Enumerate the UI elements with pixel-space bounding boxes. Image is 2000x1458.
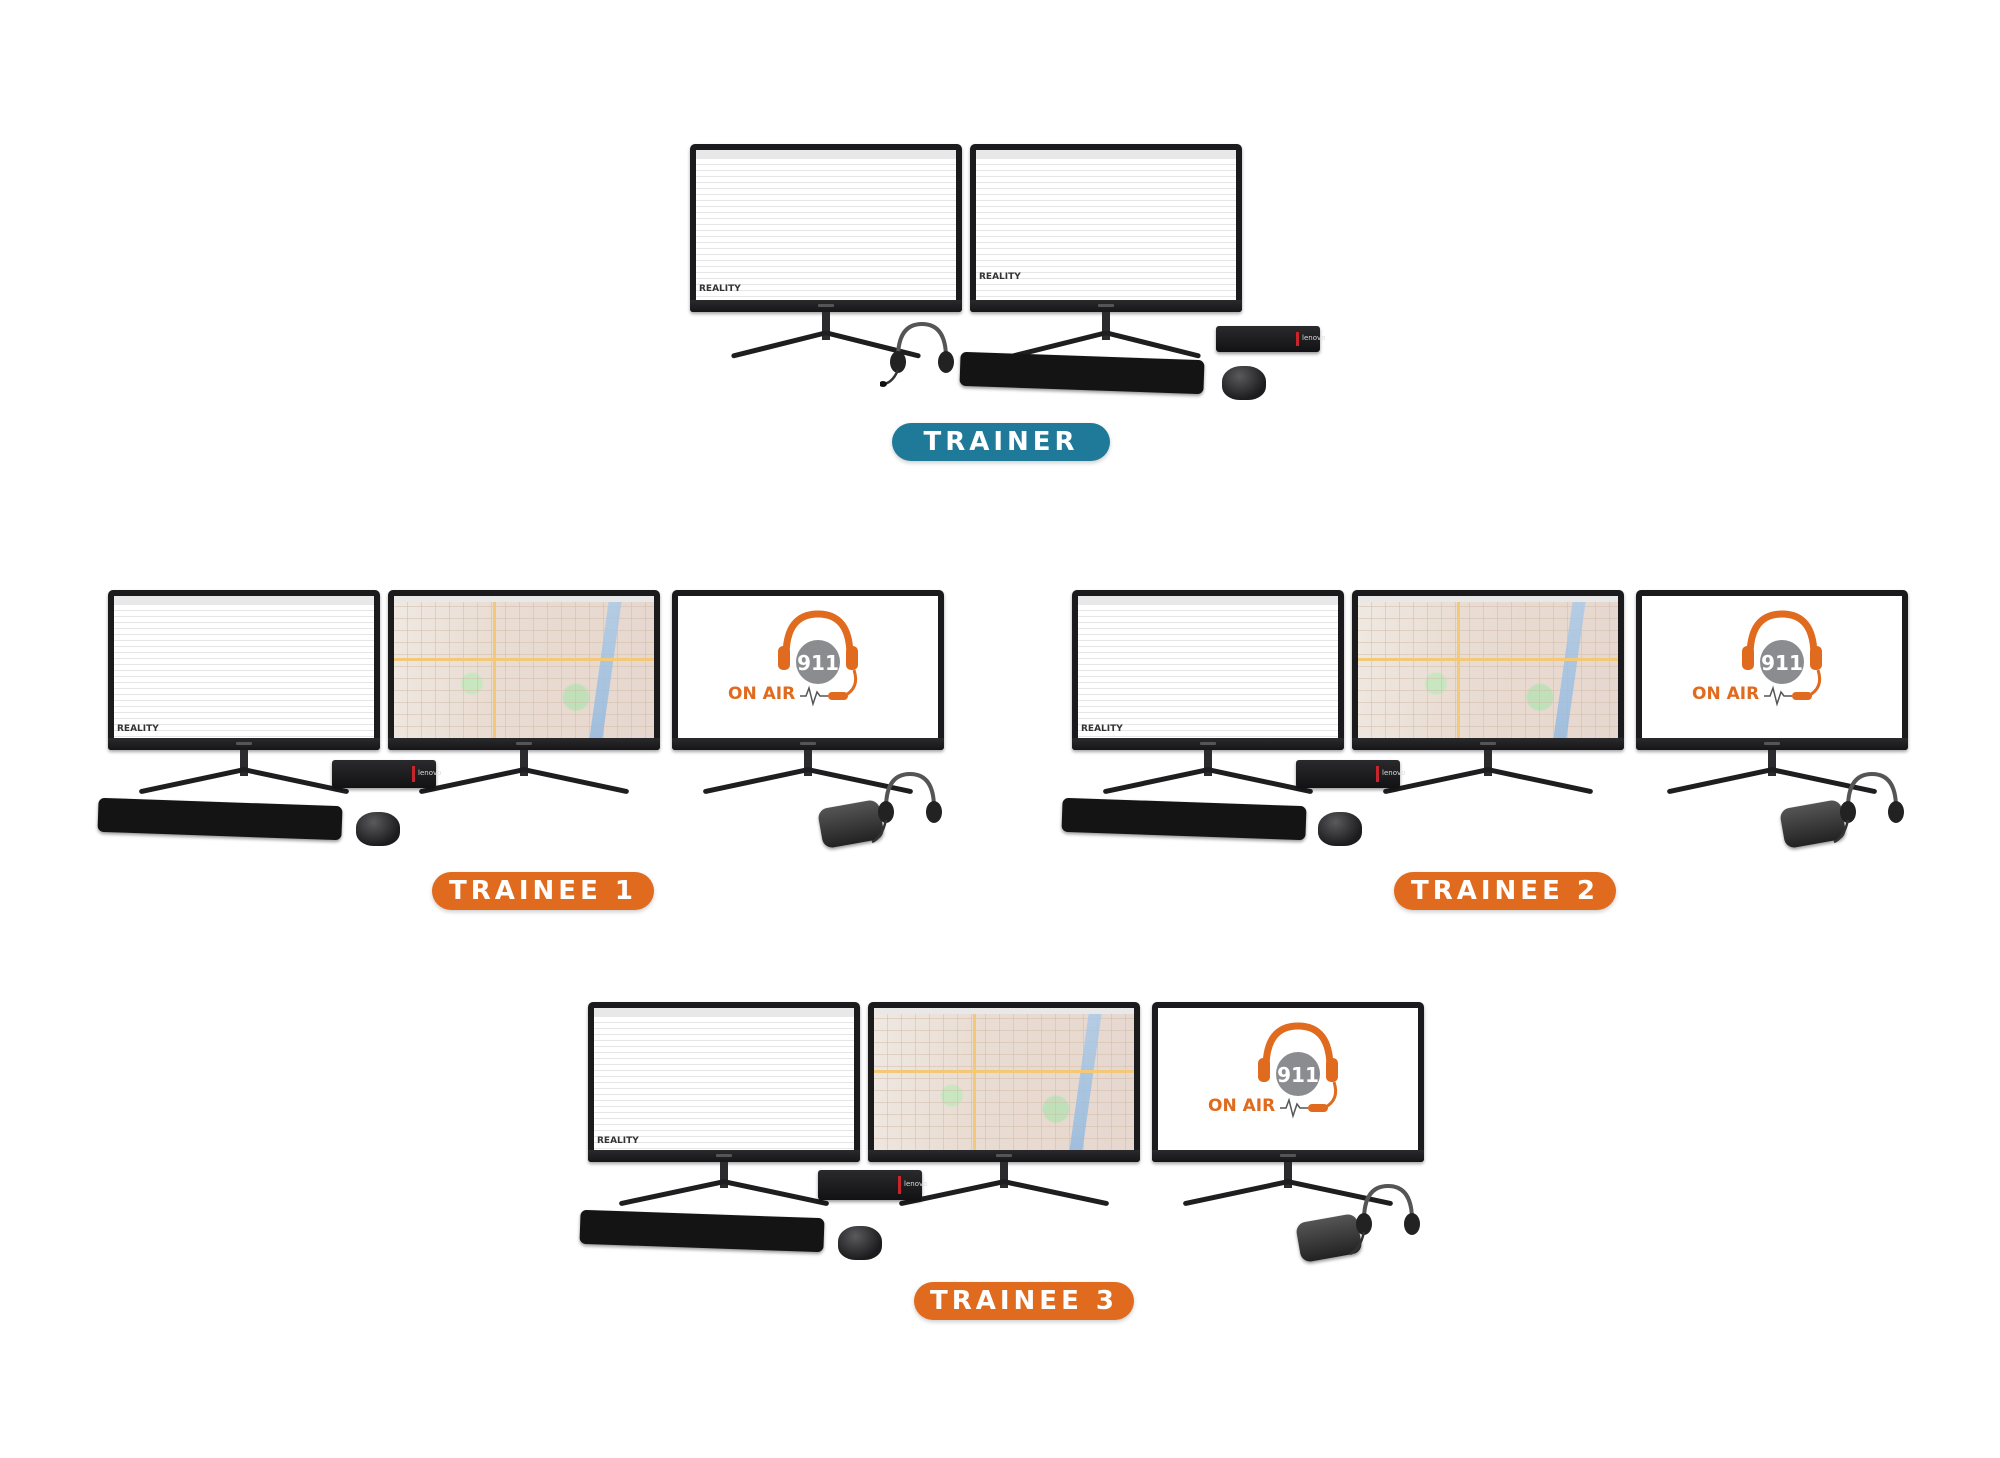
monitor-icon: REALITY bbox=[108, 590, 380, 800]
app-logo: REALITY bbox=[117, 724, 159, 734]
on-air-screen: 911 ON AIR bbox=[678, 596, 938, 738]
monitor-icon bbox=[1352, 590, 1624, 800]
cad-app-screen: REALITY bbox=[114, 596, 374, 738]
app-logo: REALITY bbox=[699, 284, 741, 294]
app-logo: REALITY bbox=[1081, 724, 1123, 734]
on-air-number: 911 bbox=[1761, 651, 1803, 675]
on-air-911-logo: 911 ON AIR bbox=[1692, 610, 1822, 707]
monitor-icon bbox=[868, 1002, 1140, 1212]
on-air-text: ON AIR bbox=[1692, 684, 1759, 704]
trainer-label: TRAINER bbox=[892, 423, 1110, 461]
headset-icon bbox=[871, 771, 942, 844]
on-air-911-logo: 911 ON AIR bbox=[1208, 1022, 1338, 1119]
mouse-icon bbox=[1318, 812, 1362, 846]
monitor-icon: REALITY bbox=[1072, 590, 1344, 800]
pc-brand: lenovo bbox=[904, 1180, 928, 1188]
cad-app-screen: REALITY bbox=[1078, 596, 1338, 738]
keyboard-icon bbox=[579, 1209, 825, 1253]
mini-pc-icon: lenovo bbox=[1216, 326, 1325, 352]
monitor-icon: REALITY bbox=[970, 144, 1242, 374]
monitor-icon: 911 ON AIR bbox=[672, 590, 944, 800]
trainee-2-label: TRAINEE 2 bbox=[1394, 872, 1616, 910]
on-air-screen: 911 ON AIR bbox=[1642, 596, 1902, 738]
headset-icon bbox=[1349, 1183, 1420, 1256]
monitor-icon: 911 ON AIR bbox=[1636, 590, 1908, 800]
monitor-icon bbox=[388, 590, 660, 800]
cad-app-screen: REALITY bbox=[976, 150, 1236, 300]
map-screen bbox=[394, 596, 654, 738]
pc-brand: lenovo bbox=[1382, 769, 1406, 777]
keyboard-icon bbox=[1061, 797, 1307, 841]
mini-pc-icon: lenovo bbox=[332, 760, 441, 788]
monitor-icon: REALITY bbox=[690, 144, 962, 374]
monitor-icon: REALITY bbox=[588, 1002, 860, 1212]
app-logo: REALITY bbox=[979, 272, 1021, 282]
map-screen bbox=[1358, 596, 1618, 738]
trainee-1-label: TRAINEE 1 bbox=[432, 872, 654, 910]
on-air-text: ON AIR bbox=[1208, 1096, 1275, 1116]
cad-app-screen: REALITY bbox=[594, 1008, 854, 1150]
headset-icon bbox=[1833, 771, 1904, 844]
mouse-icon bbox=[1222, 366, 1266, 400]
pc-brand: lenovo bbox=[1302, 334, 1326, 342]
pc-brand: lenovo bbox=[418, 769, 442, 777]
map-screen bbox=[874, 1008, 1134, 1150]
headset-icon bbox=[880, 321, 954, 387]
mouse-icon bbox=[356, 812, 400, 846]
on-air-number: 911 bbox=[1277, 1063, 1319, 1087]
on-air-911-logo: 911 ON AIR bbox=[728, 610, 858, 707]
cad-app-screen: REALITY bbox=[696, 150, 956, 300]
mini-pc-icon: lenovo bbox=[1296, 760, 1405, 788]
keyboard-icon bbox=[959, 351, 1205, 395]
keyboard-icon bbox=[97, 797, 343, 841]
on-air-screen: 911 ON AIR bbox=[1158, 1008, 1418, 1150]
on-air-text: ON AIR bbox=[728, 684, 795, 704]
mouse-icon bbox=[838, 1226, 882, 1260]
trainee-3-label: TRAINEE 3 bbox=[914, 1282, 1134, 1320]
on-air-number: 911 bbox=[797, 651, 839, 675]
mini-pc-icon: lenovo bbox=[818, 1170, 927, 1200]
app-logo: REALITY bbox=[597, 1136, 639, 1146]
monitor-icon: 911 ON AIR bbox=[1152, 1002, 1424, 1212]
